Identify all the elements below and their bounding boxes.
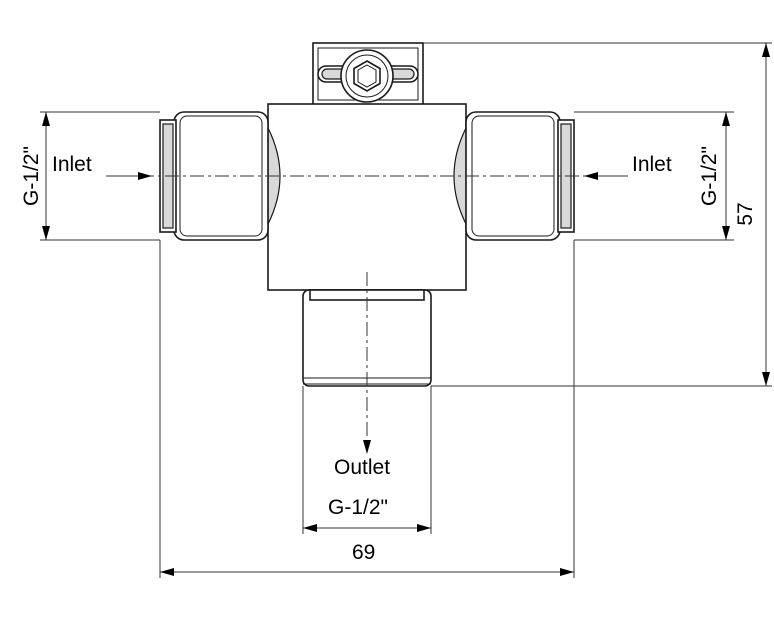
valve-body (267, 103, 467, 291)
dim-outlet-thread (303, 524, 431, 532)
dim-left-thread (42, 112, 50, 240)
width-dim-label: 69 (352, 541, 375, 564)
height-dim-label: 57 (734, 202, 757, 225)
thread-right-label: G-1/2" (698, 146, 721, 206)
inlet-right-arrow (584, 172, 628, 180)
inlet-left-label: Inlet (52, 153, 92, 176)
dim-width (160, 568, 574, 576)
outlet-arrow (363, 440, 371, 454)
extension-lines (40, 42, 772, 578)
inlet-right-label: Inlet (632, 153, 672, 176)
inlet-left-arrow (106, 172, 152, 180)
top-cap (312, 42, 424, 106)
outlet-label: Outlet (334, 456, 390, 479)
dim-right-thread (722, 112, 730, 240)
dim-height (762, 43, 770, 386)
thread-left-label: G-1/2" (20, 146, 43, 206)
thread-bottom-label: G-1/2" (328, 496, 388, 519)
